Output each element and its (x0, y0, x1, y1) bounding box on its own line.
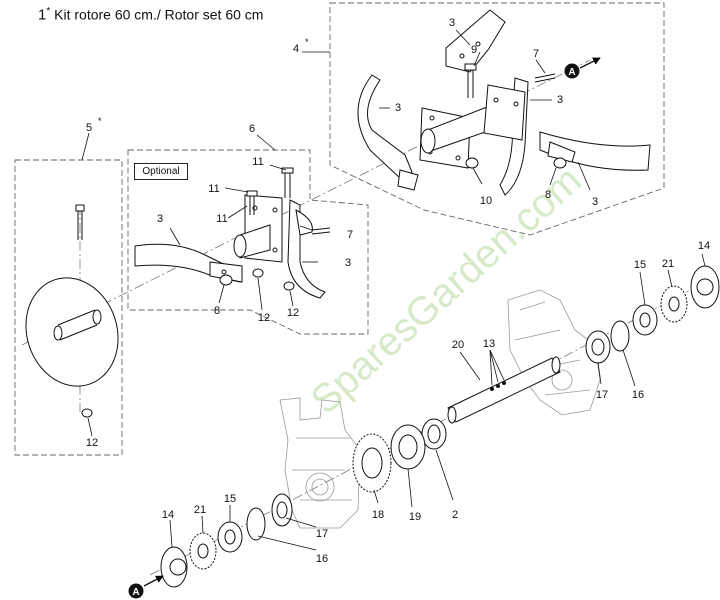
callout-c17a: 17 (596, 389, 608, 401)
callout-c2: 2 (452, 509, 458, 521)
box-6 (127, 149, 369, 335)
callout-c3a: 3 (449, 17, 455, 29)
callout-c4: 4 (293, 43, 299, 55)
callout-c3d: 3 (592, 196, 598, 208)
callout-c12c: 12 (86, 437, 98, 449)
blade-assembly (357, 9, 651, 196)
dashed-group-boxes (14, 2, 665, 456)
callout-c11b: 11 (208, 183, 219, 195)
callout-c11a: 11 (252, 156, 263, 168)
callout-c19: 19 (409, 511, 421, 523)
part-number-callouts: 4 * 5 * 6 3 9 7 3 3 10 8 3 11 11 11 3 7 3 8 12 12 12 14 15 21 20 13… (86, 17, 710, 565)
callout-c15a: 15 (634, 259, 646, 271)
optional-label: Optional (134, 163, 188, 180)
callout-c18: 18 (372, 509, 384, 521)
callout-c3e: 3 (157, 213, 163, 225)
callout-c6: 6 (249, 123, 255, 135)
callout-star-c4: * (305, 37, 309, 47)
callout-c12a: 12 (258, 312, 270, 324)
drive-train (160, 265, 720, 588)
title-number: 1 (38, 6, 47, 24)
callout-c17b: 17 (316, 528, 328, 540)
marker-letter-top: A (568, 67, 575, 78)
title-star: * (46, 6, 51, 17)
callout-c9: 9 (471, 44, 477, 56)
callout-c14b: 14 (162, 509, 174, 521)
callout-c3f: 3 (345, 257, 351, 269)
callout-c7a: 7 (533, 48, 539, 60)
box-5 (14, 159, 123, 456)
callout-c3c: 3 (395, 102, 401, 114)
callout-c15b: 15 (224, 493, 236, 505)
connection-marker-bottom: A (128, 575, 164, 599)
callout-c20: 20 (452, 339, 464, 351)
assembly-axis-lines (21, 59, 701, 576)
callout-c16a: 16 (632, 389, 644, 401)
callout-c12b: 12 (287, 307, 299, 319)
leader-lines (81, 29, 706, 551)
callout-c14a: 14 (698, 240, 710, 252)
diagram-title: 1* Kit rotore 60 cm./ Rotor set 60 cm (38, 6, 263, 24)
callout-c8a: 8 (545, 189, 551, 201)
callout-c7b: 7 (347, 229, 353, 241)
callout-c3b: 3 (557, 94, 563, 106)
marker-letter-bottom: A (132, 587, 139, 598)
callout-c11c: 11 (216, 213, 227, 225)
optional-blade-assembly (134, 167, 331, 299)
callout-c10: 10 (480, 195, 492, 207)
callout-c21a: 21 (662, 258, 674, 270)
rotor-disc (25, 204, 119, 418)
connection-marker-top: A (564, 57, 601, 79)
callout-c13: 13 (483, 338, 495, 350)
title-text: Kit rotore 60 cm./ Rotor set 60 cm (54, 6, 264, 23)
box-4 (329, 2, 665, 236)
callout-c21b: 21 (194, 504, 206, 516)
callout-star-c5: * (98, 116, 102, 126)
callout-c8b: 8 (214, 305, 220, 317)
callout-c16b: 16 (316, 553, 328, 565)
callout-c5: 5 (86, 122, 92, 134)
